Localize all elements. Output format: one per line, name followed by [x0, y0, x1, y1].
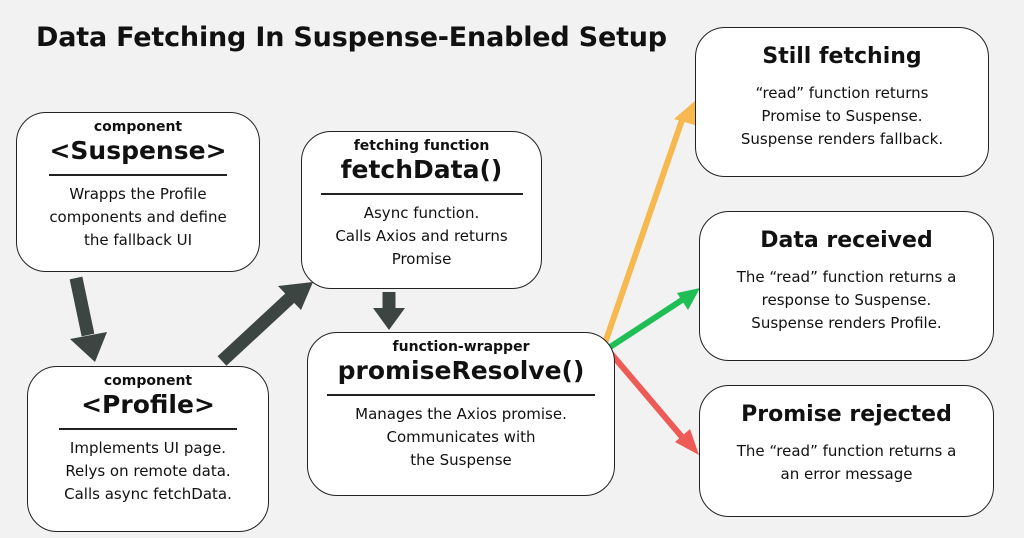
desc-line: “read” function returns [755, 84, 929, 102]
node-promiseresolve-description: Manages the Axios promise. Communicates … [308, 403, 614, 472]
arrowhead-profile-to-fetchdata [278, 282, 313, 310]
outcome-promise-rejected-description: The “read” function returns a an error m… [700, 440, 993, 486]
desc-line: Promise to Suspense. [761, 107, 923, 125]
node-promiseresolve-kind: function-wrapper [392, 339, 530, 355]
arrowhead-fetchdata-to-promiseresolve [373, 308, 405, 330]
desc-line: The “read” function returns a [736, 268, 957, 286]
node-suspense-description: Wrapps the Profile components and define… [17, 183, 259, 252]
desc-line: an error message [780, 465, 913, 483]
node-profile: component <Profile> Implements UI page. … [27, 366, 269, 532]
desc-line: Suspense renders fallback. [740, 130, 944, 148]
node-profile-kind: component [103, 373, 193, 389]
outcome-data-received: Data received The “read” function return… [699, 211, 994, 361]
node-suspense-divider [49, 174, 227, 176]
desc-line: The “read” function returns a [736, 442, 957, 460]
desc-line: Wrapps the Profile [69, 185, 207, 203]
desc-line: Relys on remote data. [65, 462, 231, 480]
desc-line: Promise [391, 250, 452, 268]
arrowhead-to-still-fetching [674, 100, 698, 126]
arrowhead-to-promise-rejected [675, 429, 699, 455]
outcome-still-fetching-heading: Still fetching [762, 44, 922, 69]
outcome-still-fetching-description: “read” function returns Promise to Suspe… [696, 82, 988, 151]
desc-line: Communicates with [386, 428, 536, 446]
node-profile-description: Implements UI page. Relys on remote data… [28, 437, 268, 506]
arrowhead-to-data-received [677, 288, 700, 310]
arrow-to-data-received [605, 297, 684, 352]
node-fetchdata-kind: fetching function [353, 138, 490, 154]
desc-line: response to Suspense. [761, 291, 932, 309]
node-profile-name: <Profile> [81, 390, 215, 419]
node-suspense-name: <Suspense> [49, 136, 227, 165]
node-profile-divider [59, 428, 237, 430]
node-fetchdata-divider [320, 193, 523, 195]
node-fetchdata: fetching function fetchData() Async func… [301, 131, 542, 289]
desc-line: Suspense renders Profile. [751, 314, 942, 332]
node-fetchdata-description: Async function. Calls Axios and returns … [302, 202, 541, 271]
arrow-to-still-fetching [602, 119, 685, 344]
outcome-promise-rejected-heading: Promise rejected [741, 402, 952, 427]
desc-line: the Suspense [410, 451, 512, 469]
arrowhead-suspense-to-profile [70, 332, 107, 362]
node-suspense-kind: component [93, 119, 183, 135]
node-promiseresolve: function-wrapper promiseResolve() Manage… [307, 332, 615, 496]
arrow-to-promise-rejected [605, 348, 685, 439]
desc-line: Calls async fetchData. [64, 485, 232, 503]
arrow-profile-to-fetchdata [217, 293, 295, 366]
outcome-promise-rejected: Promise rejected The “read” function ret… [699, 385, 994, 517]
node-suspense: component <Suspense> Wrapps the Profile … [16, 112, 260, 272]
node-promiseresolve-name: promiseResolve() [337, 356, 585, 385]
node-fetchdata-name: fetchData() [340, 155, 503, 184]
outcome-still-fetching: Still fetching “read” function returns P… [695, 27, 989, 177]
desc-line: components and define [49, 208, 227, 226]
desc-line: the fallback UI [83, 231, 192, 249]
outcome-data-received-heading: Data received [760, 228, 933, 253]
desc-line: Async function. [363, 204, 480, 222]
diagram-title: Data Fetching In Suspense-Enabled Setup [36, 22, 667, 53]
arrow-suspense-to-profile [69, 276, 95, 337]
desc-line: Manages the Axios promise. [355, 405, 567, 423]
desc-line: Implements UI page. [69, 439, 227, 457]
node-promiseresolve-divider [327, 394, 595, 396]
desc-line: Calls Axios and returns [335, 227, 508, 245]
outcome-data-received-description: The “read” function returns a response t… [700, 266, 993, 335]
